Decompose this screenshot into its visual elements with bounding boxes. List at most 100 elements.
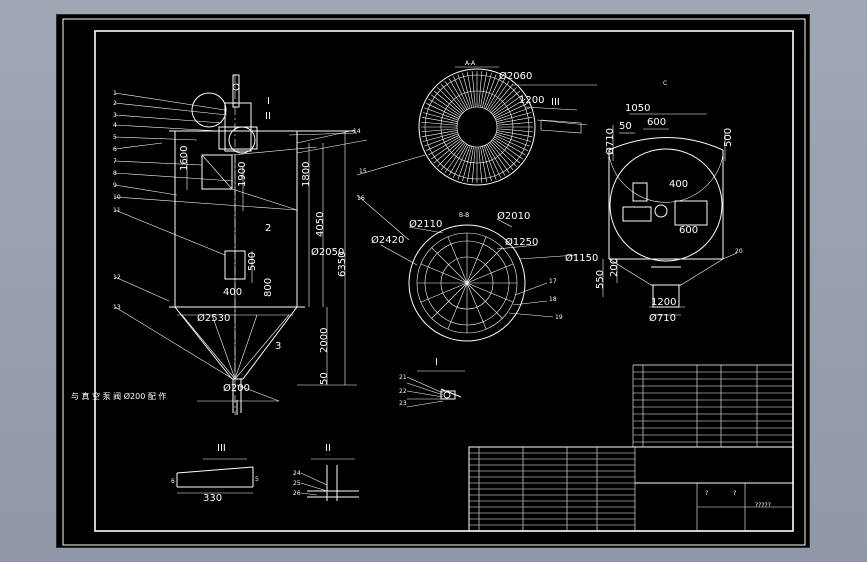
support-spoke (447, 236, 468, 284)
radial-vane (426, 103, 460, 119)
support-spoke (431, 282, 468, 319)
support-spoke (420, 282, 468, 303)
dim-50-side: 50 (619, 121, 632, 132)
radial-vane (430, 94, 461, 116)
radial-vane (422, 131, 458, 142)
radial-vane (437, 140, 464, 167)
title-block: ? ? ????? (468, 446, 794, 532)
dim-330: 330 (203, 493, 222, 504)
dim-dia2060: Ø2060 (499, 70, 532, 82)
svg-text:1: 1 (113, 90, 117, 97)
dim-dia1250: Ø1250 (505, 236, 538, 248)
dim-1050: 1050 (625, 103, 650, 114)
support-spoke (466, 263, 514, 284)
label-c: C (663, 80, 667, 87)
svg-text:23: 23 (399, 400, 407, 407)
radial-vane (428, 136, 460, 156)
radial-vane (492, 139, 521, 164)
dim-dia2050: Ø2050 (311, 246, 344, 258)
dim-600-side: 600 (679, 225, 698, 236)
radial-vane (496, 112, 532, 123)
side-view: C 1050 600 50 Ø710 500 400 600 550 200 1 (595, 80, 743, 324)
label-a-a: A-A (465, 60, 476, 67)
radial-vane (424, 107, 459, 121)
radial-vane (480, 146, 488, 183)
radial-vane (496, 128, 533, 133)
detail-II: II 24 25 26 (293, 443, 359, 501)
radial-vane (488, 143, 510, 174)
dim-dia2110: Ø2110 (409, 218, 442, 230)
radial-vane (444, 80, 466, 111)
radial-vane (426, 135, 460, 151)
dim-6350: 6350 (337, 252, 348, 277)
svg-text:3: 3 (113, 112, 117, 119)
radial-vane (462, 146, 473, 182)
cad-viewport[interactable]: 1 2 3 4 5 6 7 8 9 10 11 12 13 14 15 I II… (56, 14, 810, 548)
dim-1900: 1900 (237, 162, 248, 187)
svg-text:19: 19 (555, 314, 563, 321)
dim-200-side: 200 (609, 258, 620, 277)
front-view-labels: I II 1600 1900 1800 4050 6350 Ø2050 2 50… (71, 96, 348, 401)
radial-vane (489, 142, 514, 171)
detail-III-title: III (217, 443, 226, 454)
dim-1800: 1800 (301, 162, 312, 187)
svg-text:13: 13 (113, 304, 121, 311)
radial-vane (428, 98, 460, 118)
radial-vane (485, 76, 501, 110)
radial-vane (495, 133, 530, 147)
label-roman-II: II (265, 111, 271, 122)
svg-text:21: 21 (399, 374, 407, 381)
radial-vane (488, 80, 510, 111)
dim-4050: 4050 (315, 212, 326, 237)
svg-text:24: 24 (293, 470, 301, 477)
radial-vane (478, 71, 483, 108)
support-spoke (466, 236, 487, 284)
dim-1200-top: 1200 (519, 95, 544, 106)
radial-vane (494, 98, 526, 118)
svg-text:6: 6 (113, 146, 117, 153)
top-view: A-A Ø2060 1200 III (356, 60, 597, 186)
radial-vane (495, 107, 530, 121)
radial-vane (440, 142, 465, 171)
radial-vane (444, 143, 466, 174)
dim-550: 550 (595, 270, 606, 289)
detail-III: III 330 6 5 (171, 443, 259, 504)
dim-6: 6 (171, 478, 175, 485)
parts-list (469, 364, 794, 532)
dim-50: 50 (319, 372, 330, 385)
dim-dia710-bottom: Ø710 (649, 312, 676, 324)
detail-I: I 21 22 23 (399, 357, 465, 408)
radial-vane (478, 146, 483, 183)
svg-text:16: 16 (357, 195, 365, 202)
radial-vane (433, 90, 462, 115)
radial-vane (466, 146, 474, 183)
radial-vane (430, 138, 461, 160)
svg-text:15: 15 (359, 168, 367, 175)
radial-vane (494, 136, 526, 156)
radial-vane (494, 103, 528, 119)
dim-dia2530: Ø2530 (197, 312, 230, 324)
dim-5: 5 (255, 476, 259, 483)
label-roman-I: I (267, 96, 270, 107)
vacuum-pump-note: 与 真 空 泵 阀 Ø200 配 作 (71, 391, 166, 401)
svg-text:10: 10 (113, 194, 121, 201)
detail-II-title: II (325, 443, 331, 454)
radial-vane (485, 144, 501, 178)
radial-vane (490, 140, 517, 167)
dim-800: 800 (263, 278, 274, 297)
dim-1200-side: 1200 (651, 297, 676, 308)
radial-vane (440, 83, 465, 112)
detail-I-title: I (435, 357, 438, 368)
svg-text:17: 17 (549, 278, 557, 285)
support-spoke (447, 282, 468, 330)
dim-600-top: 600 (647, 117, 666, 128)
label-roman-III: III (551, 97, 560, 108)
radial-vane (453, 76, 469, 110)
drawing-title: ????? (755, 502, 771, 509)
cad-drawing: 1 2 3 4 5 6 7 8 9 10 11 12 13 14 15 I II… (62, 18, 806, 546)
section-b: B-B Ø2110 Ø2010 Ø2420 Ø1250 Ø1150 16 17 … (356, 194, 598, 342)
svg-text:14: 14 (353, 128, 361, 135)
title-q1: ? (705, 490, 708, 497)
support-spoke (466, 247, 503, 284)
radial-vane (422, 112, 458, 123)
